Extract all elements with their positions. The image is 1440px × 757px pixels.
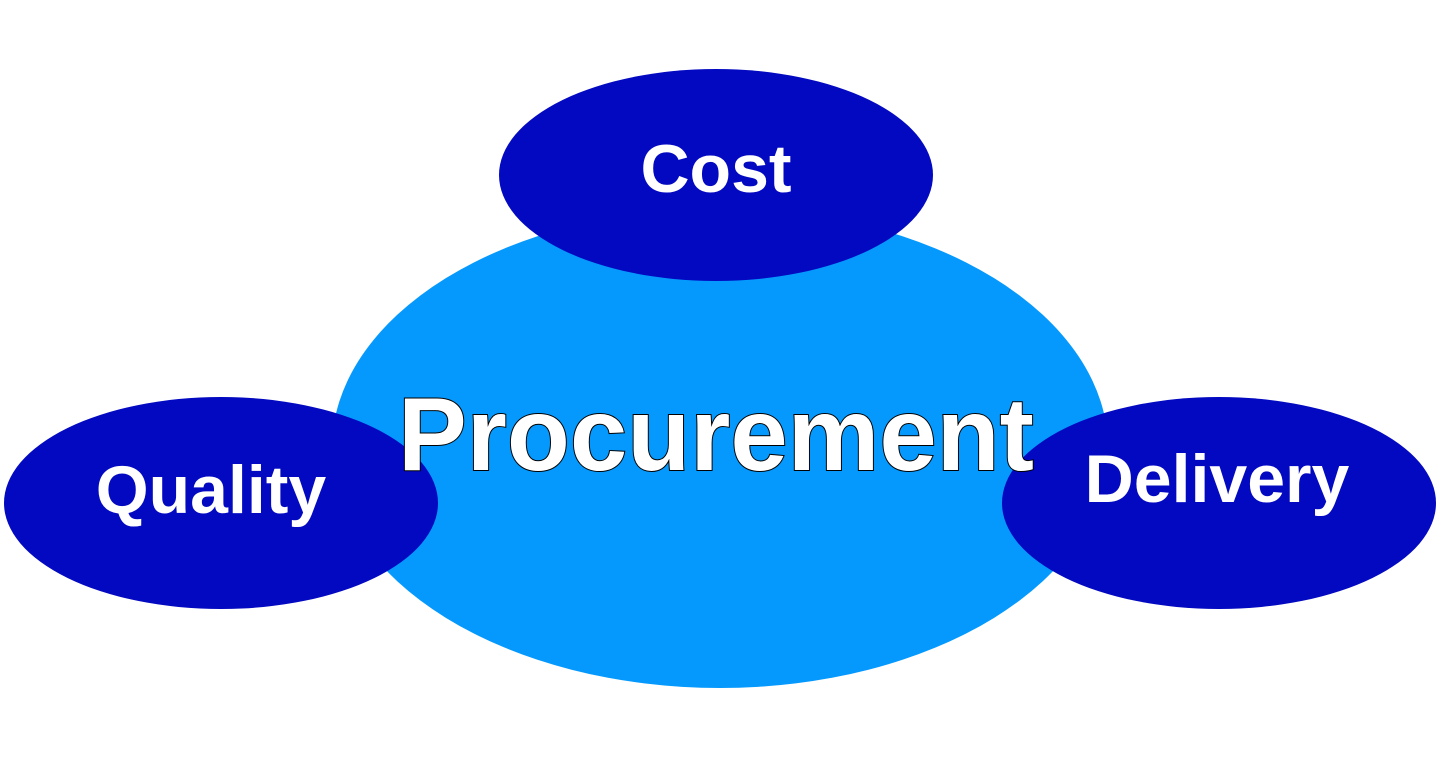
procurement-ellipse xyxy=(332,208,1108,688)
delivery-ellipse xyxy=(1002,397,1436,609)
quality-ellipse xyxy=(4,397,438,609)
cost-ellipse xyxy=(499,69,933,281)
delivery-label: Delivery xyxy=(1085,441,1350,517)
procurement-label: Procurement xyxy=(398,377,1034,493)
quality-label: Quality xyxy=(96,452,327,528)
cost-label: Cost xyxy=(640,131,791,207)
